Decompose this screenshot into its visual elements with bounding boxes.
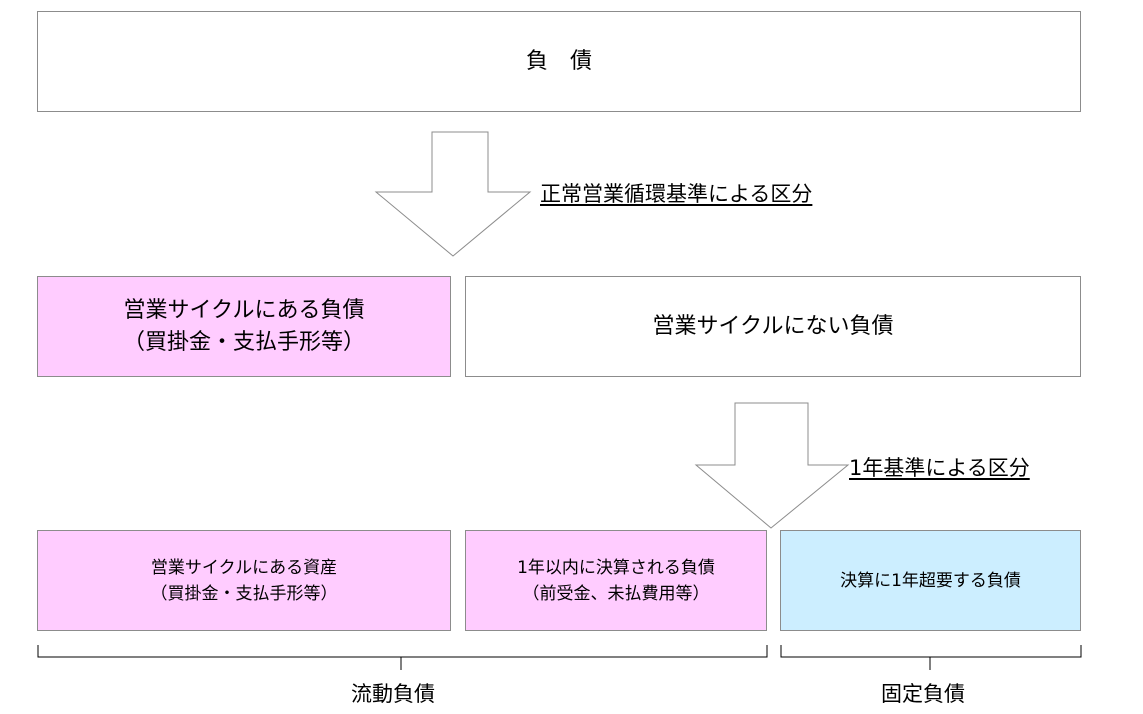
- within-one-year-line2: （前受金、未払費用等）: [522, 583, 710, 604]
- criterion-operating-cycle: 正常営業循環基準による区分: [540, 182, 813, 206]
- within-one-year-liabilities-box: 1年以内に決算される負債 （前受金、未払費用等）: [465, 530, 767, 631]
- non-operating-liabilities-line1: 営業サイクルにない負債: [652, 313, 894, 339]
- down-arrow-2: [694, 402, 850, 529]
- fixed-liabilities-label: 固定負債: [881, 682, 965, 706]
- operating-cycle-assets-line1: 営業サイクルにある資産: [150, 557, 338, 578]
- operating-cycle-assets-line2: （買掛金・支払手形等）: [150, 583, 338, 604]
- non-operating-liabilities-box: 営業サイクルにない負債: [465, 276, 1081, 377]
- brace-current: [37, 645, 768, 670]
- within-one-year-line1: 1年以内に決算される負債: [517, 557, 715, 578]
- liabilities-box: 負 債: [37, 11, 1081, 112]
- criterion-one-year: 1年基準による区分: [849, 456, 1030, 480]
- operating-cycle-liabilities-line2: （買掛金・支払手形等）: [122, 329, 365, 355]
- liabilities-title: 負 債: [525, 48, 592, 74]
- down-arrow-1: [374, 131, 532, 257]
- operating-cycle-assets-box: 営業サイクルにある資産 （買掛金・支払手形等）: [37, 530, 451, 631]
- over-one-year-liabilities-box: 決算に1年超要する負債: [780, 530, 1081, 631]
- over-one-year-line1: 決算に1年超要する負債: [840, 570, 1021, 591]
- brace-fixed: [780, 645, 1082, 670]
- operating-cycle-liabilities-box: 営業サイクルにある負債 （買掛金・支払手形等）: [37, 276, 451, 377]
- operating-cycle-liabilities-line1: 営業サイクルにある負債: [123, 297, 365, 323]
- current-liabilities-label: 流動負債: [351, 682, 435, 706]
